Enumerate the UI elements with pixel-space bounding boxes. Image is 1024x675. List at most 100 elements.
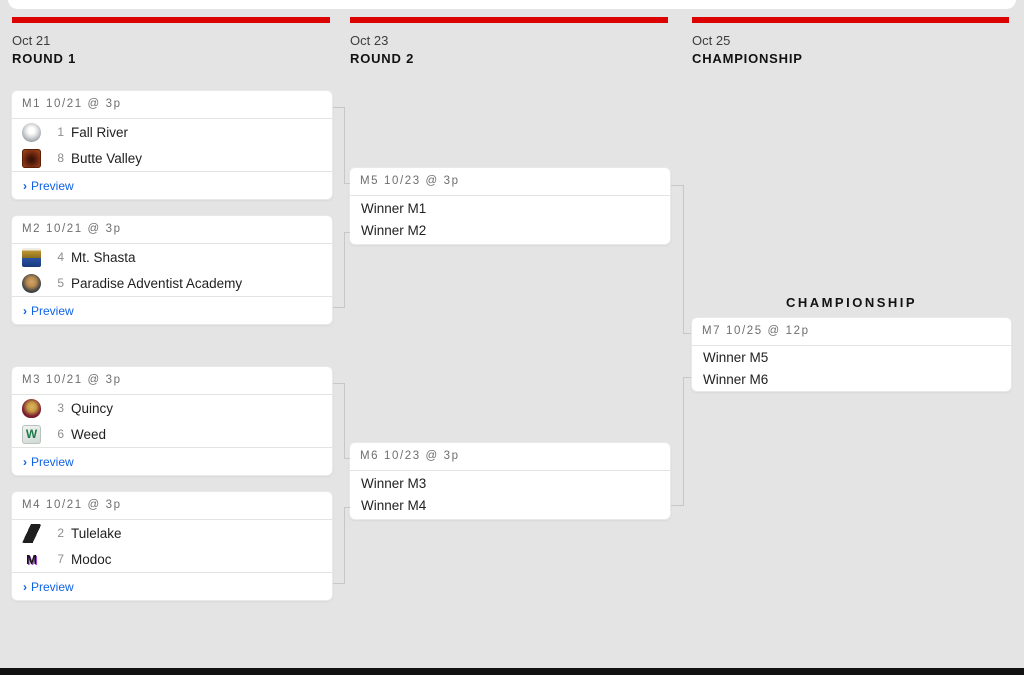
bracket-connector-line	[344, 507, 345, 584]
chevron-right-icon: ›	[23, 579, 27, 594]
team-seed: 1	[57, 125, 64, 139]
match-header-m1: M1 10/21 @ 3p	[12, 91, 332, 119]
championship-title: CHAMPIONSHIP	[785, 295, 918, 310]
logo-glyph: W	[25, 427, 38, 441]
mt-shasta-team-logo-icon	[22, 247, 41, 267]
paradise-adventist-team-logo-icon	[22, 273, 41, 293]
preview-row: › Preview	[12, 572, 332, 600]
chevron-right-icon: ›	[23, 178, 27, 193]
match-m7-slots: Winner M5 Winner M6	[692, 346, 1011, 391]
winner-slot-m5: Winner M5	[703, 349, 769, 365]
round2-column: Oct 23 ROUND 2 M5 10/23 @ 3p Winner M1 W…	[349, 0, 671, 668]
team-seed: 4	[57, 250, 64, 264]
match-card-m6: M6 10/23 @ 3p Winner M3 Winner M4	[349, 442, 671, 520]
bracket-connector-line	[671, 505, 683, 506]
match-card-m2: M2 10/21 @ 3p 4 Mt. Shasta 5 Paradise Ad…	[11, 215, 333, 325]
round2-label: ROUND 2	[350, 51, 415, 66]
butte-valley-team-logo-icon	[22, 148, 41, 168]
bracket-connector-line	[344, 232, 345, 308]
bracket-connector-line	[344, 232, 350, 233]
round1-date: Oct 21	[12, 33, 51, 48]
bracket-connector-line	[333, 107, 344, 108]
winner-slot-m6: Winner M6	[703, 371, 769, 387]
match-m5-slots: Winner M1 Winner M2	[350, 196, 670, 244]
bracket-connector-line	[683, 377, 684, 506]
team-row-mt-shasta[interactable]: 4 Mt. Shasta	[12, 244, 332, 270]
preview-label: Preview	[31, 454, 74, 469]
winner-slot-m4: Winner M4	[361, 498, 427, 513]
team-name: Mt. Shasta	[71, 249, 136, 265]
team-seed: 5	[57, 276, 64, 290]
preview-label: Preview	[31, 178, 74, 193]
bracket-connector-line	[344, 107, 345, 184]
championship-date: Oct 25	[692, 33, 731, 48]
team-seed: 6	[57, 427, 64, 441]
team-row-paradise-adventist[interactable]: 5 Paradise Adventist Academy	[12, 270, 332, 296]
preview-label: Preview	[31, 303, 74, 318]
round1-label: ROUND 1	[12, 51, 77, 66]
team-seed: 3	[57, 401, 64, 415]
team-row-weed[interactable]: W 6 Weed	[12, 421, 332, 447]
preview-label: Preview	[31, 579, 74, 594]
team-row-modoc[interactable]: M 7 Modoc	[12, 546, 332, 572]
preview-link-m4[interactable]: › Preview	[23, 580, 74, 594]
championship-accent-bar	[692, 17, 1009, 23]
weed-team-logo-icon: W	[22, 424, 41, 444]
round2-accent-bar	[350, 17, 668, 23]
winner-slot-m1: Winner M1	[361, 201, 427, 216]
round1-column: Oct 21 ROUND 1 M1 10/21 @ 3p 1 Fall Rive…	[11, 0, 333, 668]
match-card-m7: M7 10/25 @ 12p Winner M5 Winner M6	[691, 317, 1012, 392]
quincy-team-logo-icon	[22, 398, 41, 418]
team-seed: 8	[57, 151, 64, 165]
match-m2-teams: 4 Mt. Shasta 5 Paradise Adventist Academ…	[12, 244, 332, 296]
match-header-m3: M3 10/21 @ 3p	[12, 367, 332, 395]
preview-link-m1[interactable]: › Preview	[23, 179, 74, 193]
bracket-connector-line	[683, 377, 691, 378]
bottom-footer-bar	[0, 668, 1024, 675]
chevron-right-icon: ›	[23, 303, 27, 318]
bracket-connector-line	[333, 583, 344, 584]
winner-slot-m3: Winner M3	[361, 476, 427, 491]
team-seed: 2	[57, 526, 64, 540]
preview-link-m2[interactable]: › Preview	[23, 304, 74, 318]
match-header-m4: M4 10/21 @ 3p	[12, 492, 332, 520]
top-panel-edge	[8, 0, 1016, 9]
team-name: Modoc	[71, 551, 112, 567]
logo-glyph: M	[26, 551, 37, 567]
bracket-connector-line	[671, 185, 683, 186]
chevron-right-icon: ›	[23, 454, 27, 469]
match-card-m3: M3 10/21 @ 3p 3 Quincy W 6 Weed › Previe…	[11, 366, 333, 476]
team-row-tulelake[interactable]: 2 Tulelake	[12, 520, 332, 546]
championship-label: CHAMPIONSHIP	[692, 51, 803, 66]
team-name: Fall River	[71, 124, 129, 140]
team-name: Tulelake	[71, 525, 122, 541]
bracket-connector-line	[344, 458, 350, 459]
team-row-quincy[interactable]: 3 Quincy	[12, 395, 332, 421]
tulelake-team-logo-icon	[22, 523, 41, 543]
match-card-m4: M4 10/21 @ 3p 2 Tulelake M 7 Modoc › Pre…	[11, 491, 333, 601]
team-seed: 7	[57, 552, 64, 566]
team-row-butte-valley[interactable]: 8 Butte Valley	[12, 145, 332, 171]
match-m6-slots: Winner M3 Winner M4	[350, 471, 670, 519]
team-row-fall-river[interactable]: 1 Fall River	[12, 119, 332, 145]
fall-river-team-logo-icon	[22, 122, 41, 142]
bracket-connector-line	[683, 333, 691, 334]
bracket-connector-line	[344, 507, 350, 508]
preview-row: › Preview	[12, 447, 332, 475]
preview-row: › Preview	[12, 171, 332, 199]
round2-date: Oct 23	[350, 33, 389, 48]
bracket-connector-line	[683, 185, 684, 334]
team-name: Paradise Adventist Academy	[71, 275, 243, 291]
match-m1-teams: 1 Fall River 8 Butte Valley	[12, 119, 332, 171]
team-name: Butte Valley	[71, 150, 143, 166]
bracket-connector-line	[344, 183, 350, 184]
match-card-m5: M5 10/23 @ 3p Winner M1 Winner M2	[349, 167, 671, 245]
match-header-m5: M5 10/23 @ 3p	[350, 168, 670, 196]
modoc-team-logo-icon: M	[22, 549, 41, 569]
match-header-m6: M6 10/23 @ 3p	[350, 443, 670, 471]
preview-row: › Preview	[12, 296, 332, 324]
bracket-connector-line	[333, 307, 344, 308]
preview-link-m3[interactable]: › Preview	[23, 455, 74, 469]
round1-accent-bar	[12, 17, 330, 23]
championship-column: Oct 25 CHAMPIONSHIP CHAMPIONSHIP M7 10/2…	[691, 0, 1012, 668]
